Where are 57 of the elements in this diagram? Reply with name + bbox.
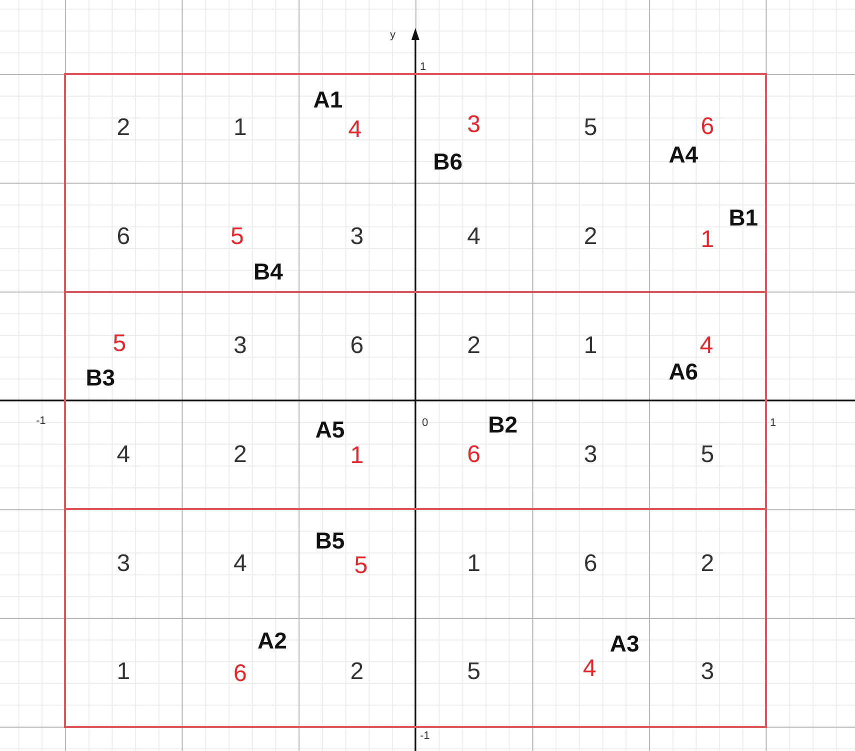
cell-number: 4 bbox=[234, 552, 247, 576]
cell-tag: B6 bbox=[433, 150, 462, 174]
cell-number: 3 bbox=[116, 552, 130, 576]
cell-number: 2 bbox=[350, 660, 364, 684]
cell-number: 1 bbox=[584, 334, 598, 358]
axis-tick-label: y bbox=[390, 30, 396, 41]
cell-number: 6 bbox=[584, 552, 598, 576]
cell-tag: B2 bbox=[488, 413, 518, 436]
cell-number: 1 bbox=[116, 660, 130, 684]
region-outline bbox=[64, 73, 767, 293]
cell-number: 2 bbox=[467, 334, 480, 358]
cell-tag: A6 bbox=[668, 360, 698, 384]
cell-tag: A4 bbox=[668, 144, 698, 167]
cell-number: 5 bbox=[230, 225, 244, 250]
cell-tag: A1 bbox=[313, 88, 343, 112]
cell-number: 6 bbox=[467, 442, 480, 467]
cell-number: 5 bbox=[112, 332, 126, 356]
cell-tag: B3 bbox=[86, 366, 116, 390]
cell-number: 5 bbox=[354, 554, 368, 578]
region-outline bbox=[64, 508, 767, 728]
cell-tag: B4 bbox=[253, 260, 283, 284]
axis-tick-label: -1 bbox=[420, 731, 430, 742]
cell-number: 6 bbox=[116, 225, 130, 250]
cell-number: 5 bbox=[700, 442, 714, 467]
cell-number: 3 bbox=[350, 225, 364, 250]
axis-tick-label: -1 bbox=[36, 416, 46, 427]
axis-tick-label: 0 bbox=[422, 418, 428, 429]
cell-tag: B1 bbox=[728, 206, 758, 230]
cell-number: 6 bbox=[234, 662, 247, 686]
cell-number: 1 bbox=[700, 228, 714, 252]
cell-number: 6 bbox=[350, 334, 364, 358]
cell-number: 1 bbox=[350, 444, 364, 468]
cell-number: 5 bbox=[584, 116, 598, 140]
cell-number: 2 bbox=[116, 116, 130, 140]
cell-tag: A3 bbox=[610, 632, 640, 656]
axis-tick-label: 1 bbox=[420, 62, 426, 73]
cell-number: 3 bbox=[234, 334, 247, 358]
cell-number: 3 bbox=[467, 113, 480, 138]
cell-number: 2 bbox=[584, 225, 598, 250]
cell-number: 2 bbox=[234, 442, 247, 467]
cell-number: 4 bbox=[582, 657, 596, 682]
cell-number: 3 bbox=[700, 660, 714, 684]
cell-tag: A5 bbox=[315, 418, 345, 442]
cell-number: 4 bbox=[700, 334, 714, 358]
cell-number: 3 bbox=[584, 442, 598, 467]
cell-number: 5 bbox=[467, 660, 480, 684]
axis-tick-label: 1 bbox=[770, 418, 776, 429]
cell-tag: B5 bbox=[315, 529, 345, 552]
region-outline bbox=[64, 290, 767, 510]
cell-number: 1 bbox=[467, 552, 480, 576]
cell-number: 2 bbox=[700, 552, 714, 576]
cell-number: 4 bbox=[348, 118, 362, 142]
cell-number: 4 bbox=[467, 225, 480, 250]
cell-number: 6 bbox=[700, 115, 714, 140]
cell-tag: A2 bbox=[257, 630, 287, 653]
cell-number: 4 bbox=[116, 442, 130, 467]
cell-number: 1 bbox=[234, 116, 247, 140]
